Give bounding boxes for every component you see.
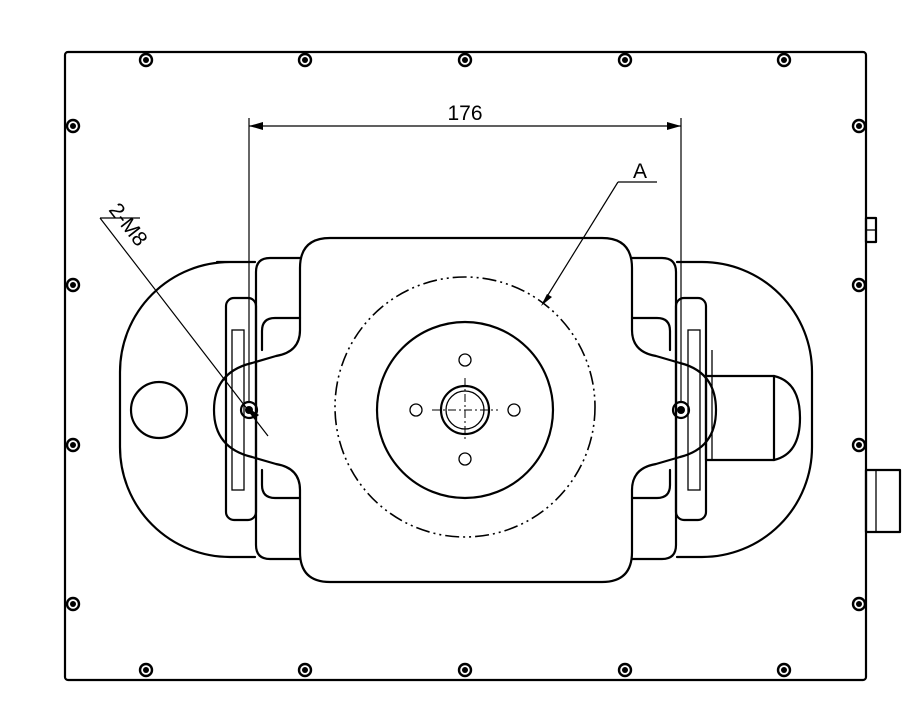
screw-icon [851, 437, 867, 453]
right-connectors [864, 216, 902, 534]
left-boss-circle [129, 380, 189, 440]
perimeter-screws [65, 52, 867, 678]
screw-icon [776, 662, 792, 678]
right-clamp [630, 256, 708, 561]
flange-hole-bottom [458, 452, 472, 466]
screw-icon [65, 596, 81, 612]
view-label-text: A [633, 160, 647, 183]
base-plate [63, 50, 868, 682]
screw-icon [617, 662, 633, 678]
screw-icon [851, 118, 867, 134]
screw-icon [297, 662, 313, 678]
screw-icon [851, 596, 867, 612]
central-body [212, 236, 718, 584]
flange-hole-right [507, 403, 521, 417]
screw-icon [457, 52, 473, 68]
center-flange [375, 320, 555, 500]
dimension-text: 176 [447, 102, 482, 125]
screw-icon [297, 52, 313, 68]
screw-icon [65, 277, 81, 293]
screw-icon [65, 118, 81, 134]
screw-icon [65, 437, 81, 453]
screw-icon [851, 277, 867, 293]
flange-hole-top [458, 353, 472, 367]
flange-hole-left [409, 403, 423, 417]
screw-icon [138, 662, 154, 678]
screw-icon [138, 52, 154, 68]
thread-callout-text: 2-M8 [104, 199, 152, 251]
thread-callout: 2-M8 [99, 199, 269, 437]
left-clamp [224, 256, 302, 561]
screw-icon [617, 52, 633, 68]
motor-cylinder [704, 350, 802, 462]
oval-housing [118, 260, 814, 559]
dimension-176: 176 [248, 102, 682, 402]
screw-icon [457, 662, 473, 678]
pitch-circle [334, 276, 596, 538]
screw-icon [776, 52, 792, 68]
view-label: A [541, 160, 657, 306]
